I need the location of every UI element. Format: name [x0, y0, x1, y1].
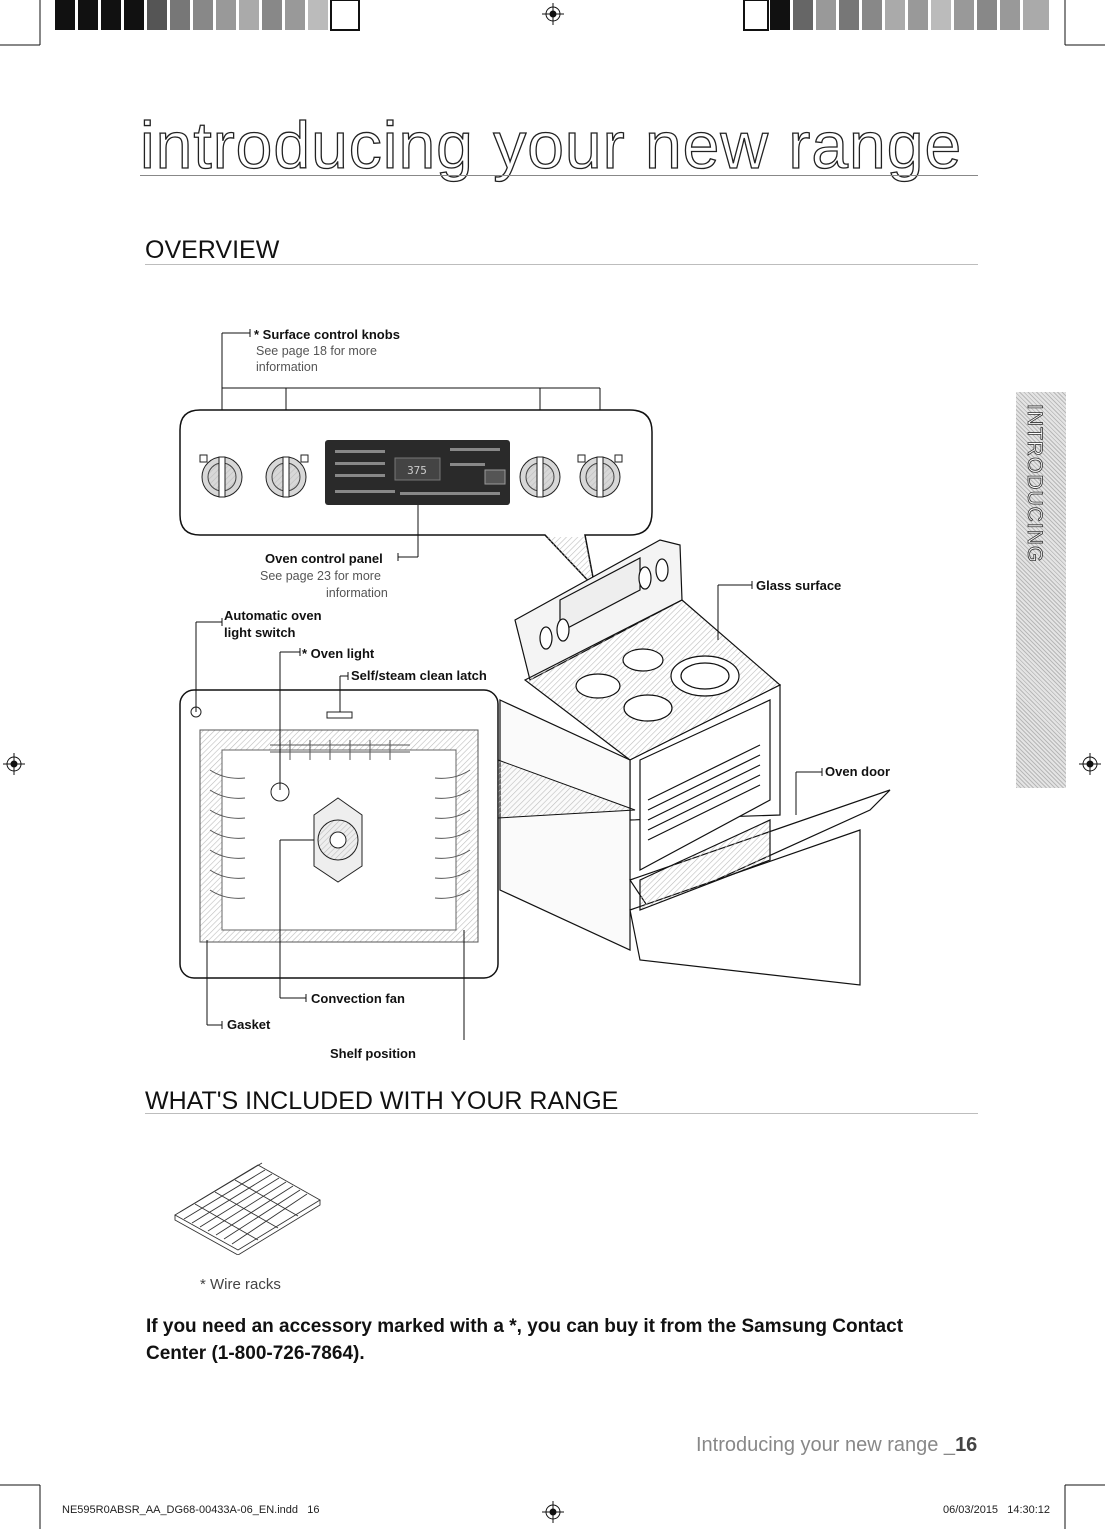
wire-racks-caption: * Wire racks: [200, 1276, 281, 1293]
overview-rule: [145, 264, 978, 265]
included-rule: [145, 1113, 978, 1114]
label-control-panel-ref: See page 23 for more: [260, 569, 381, 583]
accessory-note: If you need an accessory marked with a *…: [146, 1316, 904, 1364]
label-oven-door: Oven door: [825, 764, 891, 779]
running-title: Introducing your new range _: [696, 1434, 956, 1456]
registration-marks: [3, 3, 1101, 1523]
slug-timestamp: 06/03/2015 14:30:12: [943, 1504, 1051, 1516]
page-number: 16: [955, 1434, 978, 1456]
label-clean-latch: Self/steam clean latch: [351, 668, 487, 683]
label-surface-knobs-ref-2: information: [256, 360, 318, 374]
label-oven-light: * Oven light: [302, 646, 375, 661]
slug-filename: NE595R0ABSR_AA_DG68-00433A-06_EN.indd 16: [62, 1504, 320, 1516]
label-control-panel: Oven control panel: [265, 551, 383, 566]
color-bar-right: [743, 0, 1049, 31]
label-gasket: Gasket: [227, 1017, 271, 1032]
color-bar-left: [55, 0, 360, 31]
clean-latch: [326, 711, 353, 719]
label-control-panel-ref-2: information: [326, 586, 388, 600]
label-auto-light-2: light switch: [224, 625, 296, 640]
chapter-tab: INTRODUCING: [1016, 392, 1066, 788]
lower-leaders: [195, 581, 823, 1040]
title-rule: [140, 175, 978, 176]
surface-knob: [265, 454, 309, 498]
running-footer: Introducing your new range _16: [696, 1434, 977, 1457]
range-illustration: 375: [179, 329, 891, 1040]
included-heading: WHAT'S INCLUDED WITH YOUR RANGE: [145, 1087, 619, 1115]
page-title: introducing your new range: [139, 108, 963, 182]
chapter-tab-label: INTRODUCING: [1023, 404, 1047, 564]
label-surface-knobs: * Surface control knobs: [254, 327, 400, 342]
surface-knob: [577, 454, 623, 498]
range-body: [499, 539, 891, 986]
label-surface-knobs-ref: See page 18 for more: [256, 344, 377, 358]
label-glass-surface: Glass surface: [756, 578, 842, 593]
surface-knob: [519, 456, 561, 498]
label-shelf-position: Shelf position: [330, 1046, 416, 1061]
surface-knob: [199, 454, 243, 498]
label-convection-fan: Convection fan: [311, 991, 405, 1006]
label-auto-light: Automatic oven: [224, 608, 322, 623]
overview-heading: OVERVIEW: [145, 236, 280, 264]
panel-display-readout: 375: [407, 464, 427, 477]
wire-rack-illustration: [174, 1162, 321, 1255]
